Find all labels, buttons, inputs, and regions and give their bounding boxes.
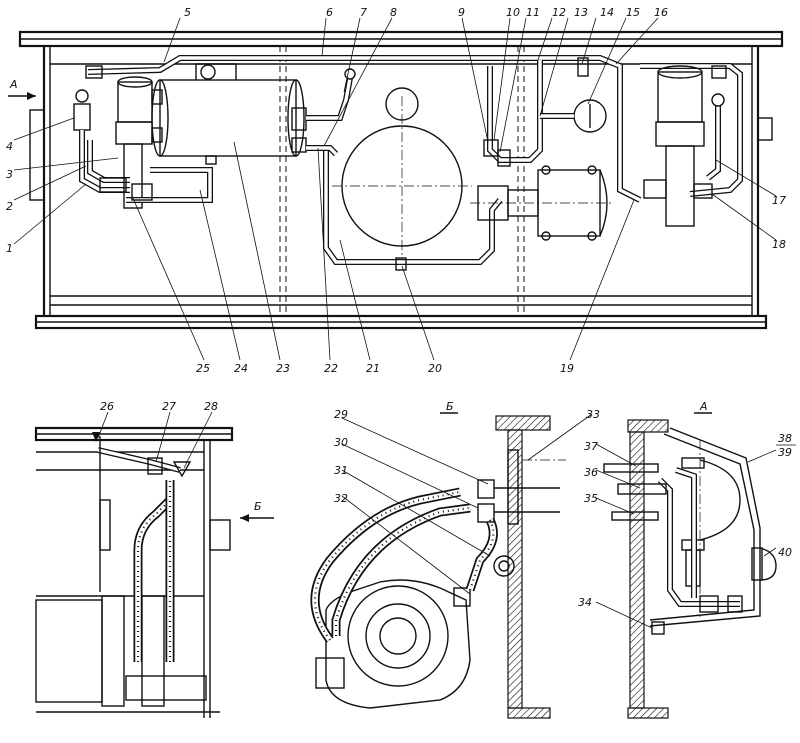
motor-flange: [332, 87, 472, 256]
callout-39: 39: [778, 446, 792, 459]
callout-13: 13: [574, 6, 588, 19]
main-plan-view: A: [8, 30, 784, 330]
side-view-left: Б: [34, 426, 274, 718]
callout-21: 21: [366, 362, 380, 375]
callout-9: 9: [458, 6, 465, 19]
callout-33: 33: [586, 408, 600, 421]
view-arrow-b-label: Б: [254, 500, 262, 513]
callout-12: 12: [552, 6, 566, 19]
pump-unit: [470, 165, 612, 241]
callout-27: 27: [162, 400, 176, 413]
pipe-22: [306, 145, 339, 157]
callout-18: 18: [772, 238, 786, 251]
callout-32: 32: [334, 492, 348, 505]
view-b-title: Б: [446, 400, 454, 413]
callout-4: 4: [6, 140, 13, 153]
callout-31: 31: [334, 464, 348, 477]
callout-24: 24: [234, 362, 248, 375]
view-arrow-a-label: A: [9, 78, 18, 91]
callout-1: 1: [6, 242, 13, 255]
callout-2: 2: [6, 200, 13, 213]
callout-23: 23: [276, 362, 290, 375]
callout-40: 40: [778, 546, 792, 559]
view-arrow-a: A: [8, 78, 36, 100]
callout-20: 20: [428, 362, 442, 375]
callout-6: 6: [326, 6, 333, 19]
callout-36: 36: [584, 466, 598, 479]
callout-8: 8: [390, 6, 397, 19]
callout-15: 15: [626, 6, 640, 19]
callout-numbers: 5 6 7 8 9 10 11 12 13 14 15 16 4 3 2 1 1…: [6, 6, 796, 609]
pipe-top: [85, 55, 743, 203]
callout-11: 11: [526, 6, 540, 19]
pipe-21-loop: [306, 145, 503, 271]
callout-29: 29: [334, 408, 348, 421]
callout-22: 22: [324, 362, 338, 375]
callout-35: 35: [584, 492, 598, 505]
tank-23: [151, 63, 307, 165]
callout-30: 30: [334, 436, 348, 449]
callout-34: 34: [578, 596, 592, 609]
callout-17: 17: [772, 194, 786, 207]
leader-lines: [13, 17, 777, 629]
view-a-title: A: [699, 400, 708, 413]
view-a: A: [603, 400, 777, 719]
callout-5: 5: [184, 6, 191, 19]
callout-28: 28: [204, 400, 218, 413]
callout-10: 10: [506, 6, 520, 19]
pressure-gauge-15: [540, 99, 607, 133]
frame: [18, 30, 784, 330]
right-filter-assembly: [643, 65, 725, 227]
pipe-7: [306, 68, 356, 121]
callout-14: 14: [600, 6, 614, 19]
callout-19: 19: [560, 362, 574, 375]
callout-37: 37: [584, 440, 598, 453]
callout-26: 26: [100, 400, 114, 413]
pipe-9-11: [483, 57, 589, 167]
callout-25: 25: [196, 362, 210, 375]
callout-3: 3: [6, 168, 13, 181]
callout-16: 16: [654, 6, 668, 19]
callout-7: 7: [360, 6, 367, 19]
view-b: Б: [310, 400, 566, 719]
callout-38: 38: [778, 432, 792, 445]
view-arrow-b: Б: [240, 500, 274, 522]
left-filter-assembly: [73, 76, 213, 209]
